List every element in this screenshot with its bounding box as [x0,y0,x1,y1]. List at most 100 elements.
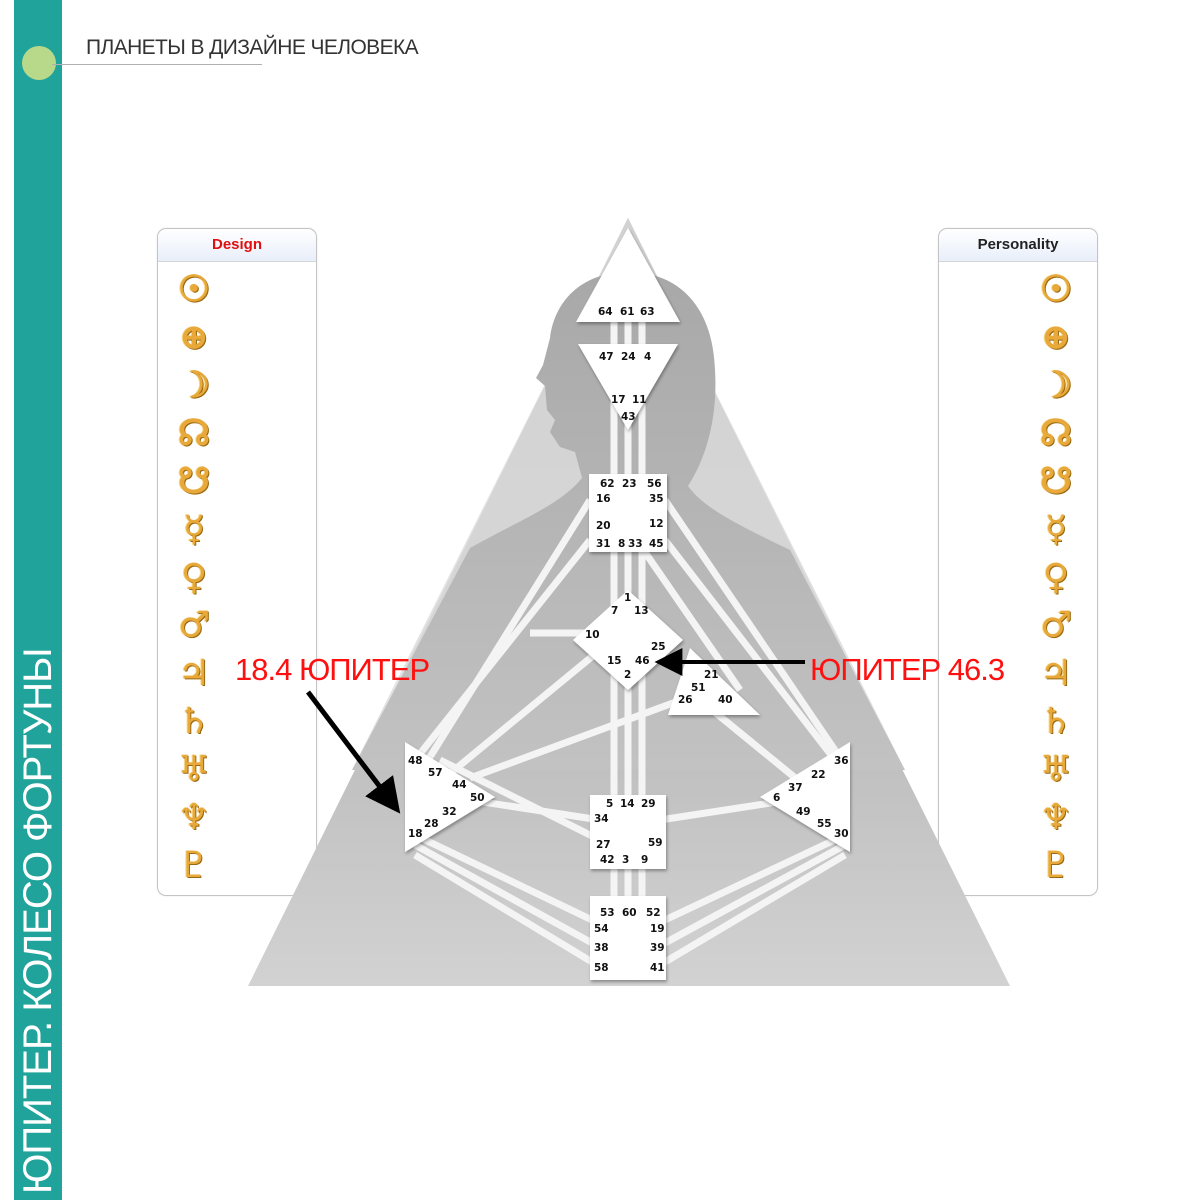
mars-icon: ♂ [1039,604,1073,646]
gate-44: 44 [452,779,467,791]
gate-39: 39 [650,942,665,954]
gate-59: 59 [648,837,663,849]
gate-7: 7 [611,605,618,617]
venus-icon: ♀ [1042,556,1070,598]
south-node-icon: ☋ [1040,460,1072,502]
gate-18: 18 [408,828,423,840]
uranus-icon: ♅ [177,748,211,790]
gate-22: 22 [811,769,826,781]
gate-58: 58 [594,962,609,974]
gate-20: 20 [596,520,611,532]
gate-37: 37 [788,782,803,794]
uranus-icon: ♅ [1039,748,1073,790]
personality-planet-list: ☉ ⊕ ☽ ☊ ☋ ☿ ♀ ♂ ♃ ♄ ♅ ♆ ♇ [1032,265,1080,889]
sun-icon: ☉ [177,268,211,310]
personality-panel-title: Personality [939,229,1097,262]
gate-28: 28 [424,818,439,830]
gate-48: 48 [408,755,423,767]
root-center [590,896,666,980]
solar-plexus-center [760,742,850,852]
gate-6: 6 [773,792,780,804]
gate-56: 56 [647,478,662,490]
gate-2: 2 [624,669,631,681]
gate-4: 4 [644,351,651,363]
page-title: ПЛАНЕТЫ В ДИЗАЙНЕ ЧЕЛОВЕКА [86,36,419,59]
venus-icon: ♀ [180,556,208,598]
throat-center [589,474,667,552]
ajna-center [578,344,678,430]
jupiter-icon: ♃ [177,652,211,694]
annotation-right: ЮПИТЕР 46.3 [810,652,1004,687]
decorative-dot [22,46,56,80]
gate-32: 32 [442,806,457,818]
jupiter-icon: ♃ [1039,652,1073,694]
gate-57: 57 [428,767,443,779]
gate-52: 52 [646,907,661,919]
gate-14: 14 [620,798,635,810]
north-node-icon: ☊ [1040,412,1072,454]
gate-21: 21 [704,669,719,681]
head-center [576,228,680,322]
gate-40: 40 [718,694,733,706]
heart-center [668,648,760,715]
side-bar [14,0,62,1200]
gate-15: 15 [607,655,622,667]
neptune-icon: ♆ [177,796,211,838]
gate-25: 25 [651,641,666,653]
gate-46: 46 [635,655,650,667]
mercury-icon: ☿ [182,508,206,550]
saturn-icon: ♄ [1039,700,1073,742]
gate-12: 12 [649,518,664,530]
gate-47: 47 [599,351,614,363]
gate-36: 36 [834,755,849,767]
gate-41: 41 [650,962,665,974]
header-divider [52,64,262,65]
gate-27: 27 [596,839,611,851]
gate-62: 62 [600,478,615,490]
gate-60: 60 [622,907,637,919]
gate-31: 31 [596,538,611,550]
gate-29: 29 [641,798,656,810]
gate-17: 17 [611,394,626,406]
sun-icon: ☉ [1039,268,1073,310]
earth-icon: ⊕ [1040,316,1072,358]
gate-53: 53 [600,907,615,919]
south-node-icon: ☋ [178,460,210,502]
saturn-icon: ♄ [177,700,211,742]
gate-11: 11 [632,394,647,406]
gate-23: 23 [622,478,637,490]
annotation-left-arrow [306,690,401,814]
gate-24: 24 [621,351,636,363]
mars-icon: ♂ [177,604,211,646]
pluto-icon: ♇ [1039,844,1073,886]
earth-icon: ⊕ [178,316,210,358]
gate-50: 50 [470,792,485,804]
gate-49: 49 [796,806,811,818]
gate-63: 63 [640,306,655,318]
gate-54: 54 [594,923,609,935]
gate-43: 43 [621,411,636,423]
gate-13: 13 [634,605,649,617]
neptune-icon: ♆ [1039,796,1073,838]
gate-26: 26 [678,694,693,706]
gate-45: 45 [649,538,664,550]
gate-8: 8 [618,538,625,550]
personality-panel: Personality ☉ ⊕ ☽ ☊ ☋ ☿ ♀ ♂ ♃ ♄ ♅ ♆ ♇ [938,228,1098,896]
north-node-icon: ☊ [178,412,210,454]
annotation-left: 18.4 ЮПИТЕР [235,652,429,687]
gate-16: 16 [596,493,611,505]
mercury-icon: ☿ [1044,508,1068,550]
design-panel: Design ☉ ⊕ ☽ ☊ ☋ ☿ ♀ ♂ ♃ ♄ ♅ ♆ ♇ [157,228,317,896]
gate-34: 34 [594,813,609,825]
gate-3: 3 [622,854,629,866]
gate-42: 42 [600,854,615,866]
gate-64: 64 [598,306,613,318]
moon-icon: ☽ [177,364,211,406]
gate-35: 35 [649,493,664,505]
gate-38: 38 [594,942,609,954]
gate-51: 51 [691,682,706,694]
gate-30: 30 [834,828,849,840]
gate-9: 9 [641,854,648,866]
moon-icon: ☽ [1039,364,1073,406]
gate-5: 5 [606,798,613,810]
